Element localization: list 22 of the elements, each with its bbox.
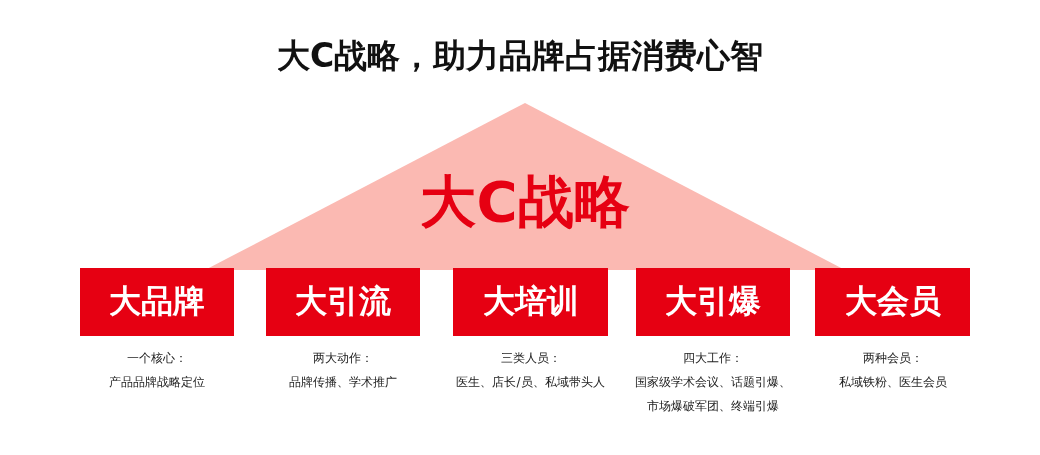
strategy-box — [636, 268, 790, 336]
box-label: 大引流 — [295, 281, 391, 322]
box-label: 大培训 — [482, 281, 579, 322]
item-heading: 两大动作： — [312, 350, 374, 367]
title: 大C战略，助力品牌占据消费心智 — [275, 35, 765, 77]
box-label: 大会员 — [844, 281, 941, 322]
item-heading: 一个核心： — [126, 350, 188, 367]
box-label: 大品牌 — [109, 281, 205, 322]
strategy-box — [453, 268, 608, 336]
box-label: 大引爆 — [665, 281, 761, 322]
strategy-box — [815, 268, 970, 336]
strategy-heading: 大C战略 — [419, 168, 631, 236]
item-heading: 三类人员： — [499, 350, 562, 367]
item-description: 国家级学术会议、话题引爆、市场爆破军团、终端引爆 — [634, 374, 792, 415]
item-description: 私域铁粉、医生会员 — [837, 374, 948, 391]
item-heading: 两种会员： — [861, 350, 924, 367]
item-description: 医生、店长/员、私域带头人 — [455, 374, 606, 391]
strategy-box — [80, 268, 234, 336]
item-heading: 四大工作： — [682, 350, 744, 367]
item-description: 产品品牌战略定位 — [108, 374, 206, 391]
strategy-box — [266, 268, 420, 336]
item-description: 品牌传播、学术推广 — [288, 374, 398, 391]
